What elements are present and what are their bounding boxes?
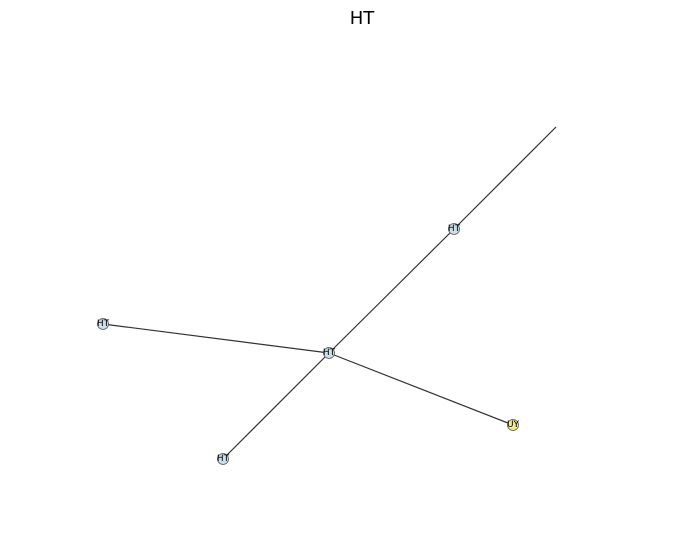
node-label: UY: [507, 420, 520, 430]
node-label: HT: [217, 454, 230, 464]
node-marker: [217, 453, 229, 465]
node-label: HT: [97, 319, 110, 329]
graph-node-bottom: HT: [217, 453, 230, 465]
node-marker: [448, 223, 460, 235]
graph-node-left: HT: [97, 318, 110, 330]
edge-outgoing-branch: [453, 126, 557, 230]
node-marker: [323, 347, 335, 359]
graph-node-right: UY: [507, 419, 520, 431]
nodes-layer: HT HT HT HT UY: [97, 223, 520, 465]
graph-node-center: HT: [323, 347, 336, 359]
node-label: HT: [323, 348, 336, 358]
node-marker: [507, 419, 519, 431]
edge-center-bottom: [222, 352, 330, 460]
edges-layer: [102, 126, 557, 460]
node-label: HT: [448, 224, 461, 234]
edge-center-top: [328, 228, 455, 354]
figure-title: HT: [349, 8, 375, 29]
edge-center-right: [328, 352, 514, 426]
edge-center-left: [102, 323, 330, 354]
node-marker: [97, 318, 109, 330]
graph-node-top: HT: [448, 223, 461, 235]
